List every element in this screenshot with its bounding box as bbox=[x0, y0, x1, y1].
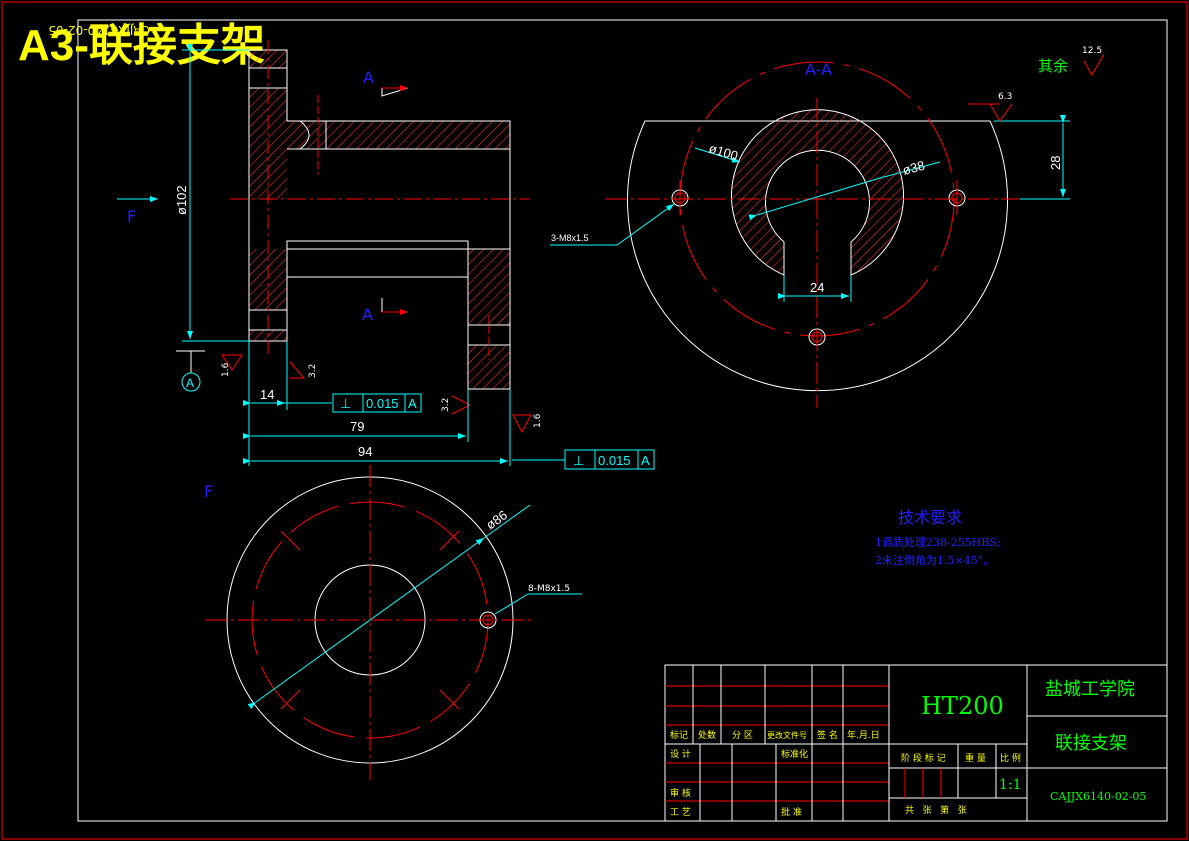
title-block bbox=[664, 664, 1168, 822]
svg-text:⊥: ⊥ bbox=[573, 453, 584, 468]
rough-63: 6.3 bbox=[998, 92, 1012, 102]
svg-text:0.015: 0.015 bbox=[598, 453, 631, 468]
svg-text:⊥: ⊥ bbox=[340, 396, 351, 411]
drawing-frame bbox=[77, 19, 1168, 822]
front-section-view bbox=[230, 40, 530, 390]
svg-text:0.015: 0.015 bbox=[366, 396, 399, 411]
dim-dia100: ø100 bbox=[707, 141, 740, 164]
tolerance-frame-1: ⊥ 0.015 A bbox=[332, 393, 422, 413]
tb-weight: 重 量 bbox=[965, 752, 986, 764]
section-mark-top: A bbox=[363, 68, 374, 87]
tb-school: 盐城工学院 bbox=[1045, 679, 1135, 700]
svg-text:A: A bbox=[408, 396, 417, 411]
view-label-f-bottom: F bbox=[204, 482, 213, 501]
tb-row-label-5: 年.月.日 bbox=[847, 729, 880, 741]
rough-rest-label: 其余 bbox=[1038, 57, 1068, 75]
rough-32a: 3.2 bbox=[308, 364, 318, 378]
thread-3: 3-M8x1.5 bbox=[551, 233, 589, 243]
tb-approve: 批 准 bbox=[781, 806, 802, 818]
view-f bbox=[205, 465, 535, 780]
view-label-f: F bbox=[127, 207, 136, 226]
section-mark-bottom: A bbox=[362, 305, 373, 324]
dim-24: 24 bbox=[810, 280, 824, 295]
hatch-upper bbox=[249, 50, 510, 199]
rough-125: 12.5 bbox=[1082, 46, 1102, 56]
datum-a-circle bbox=[181, 372, 201, 392]
rough-32b: 3.2 bbox=[441, 398, 451, 412]
dim-79: 79 bbox=[350, 419, 364, 434]
dim-dia86: ø86 bbox=[483, 507, 510, 532]
tech-req-line2: 2未注倒角为1.5×45°。 bbox=[875, 553, 994, 567]
tb-design: 设 计 bbox=[670, 748, 691, 760]
thread-8: 8-M8x1.5 bbox=[528, 584, 570, 594]
tb-standard: 标准化 bbox=[781, 748, 808, 760]
dim-dia38: ø38 bbox=[901, 158, 927, 178]
section-aa-title: A-A bbox=[805, 60, 832, 79]
tech-req-line1: 1调质处理238-255HBS; bbox=[875, 536, 1001, 549]
rough-16a: 1.6 bbox=[221, 362, 231, 377]
dim-14: 14 bbox=[260, 387, 274, 402]
tb-review: 审 核 bbox=[670, 787, 691, 799]
tb-row-label-4: 签 名 bbox=[817, 729, 838, 741]
title-ghost: CAJJX6140-02-05 bbox=[48, 23, 150, 37]
tb-row-label-3: 更改文件号 bbox=[767, 730, 807, 740]
dim-94: 94 bbox=[358, 444, 372, 459]
drawing-title: A3-联接支架 bbox=[18, 21, 265, 70]
tb-scale: 1:1 bbox=[999, 777, 1022, 793]
tb-process: 工 艺 bbox=[670, 807, 691, 818]
tb-row-label-1: 处数 bbox=[698, 729, 716, 741]
tolerance-frame-2: ⊥ 0.015 A bbox=[564, 449, 655, 470]
tech-req-heading: 技术要求 bbox=[898, 508, 962, 527]
tb-part-name: 联接支架 bbox=[1055, 733, 1127, 754]
tb-sheets: 共 张 第 张 bbox=[905, 804, 967, 816]
svg-text:A: A bbox=[641, 453, 650, 468]
tb-scale-label: 比 例 bbox=[1000, 752, 1021, 764]
tb-row-label-2: 分 区 bbox=[732, 730, 753, 741]
datum-a-label: A bbox=[186, 376, 194, 390]
dim-dia102: ø102 bbox=[174, 185, 189, 215]
rough-16b: 1.6 bbox=[533, 413, 543, 428]
tb-row-label-0: 标记 bbox=[670, 729, 688, 741]
dim-28: 28 bbox=[1048, 156, 1063, 170]
tb-drawing-no: CAJJX6140-02-05 bbox=[1050, 790, 1146, 803]
tb-stage: 阶 段 标 记 bbox=[901, 752, 946, 764]
section-aa-view: A-A bbox=[605, 60, 1030, 408]
tb-material: HT200 bbox=[921, 692, 1004, 720]
